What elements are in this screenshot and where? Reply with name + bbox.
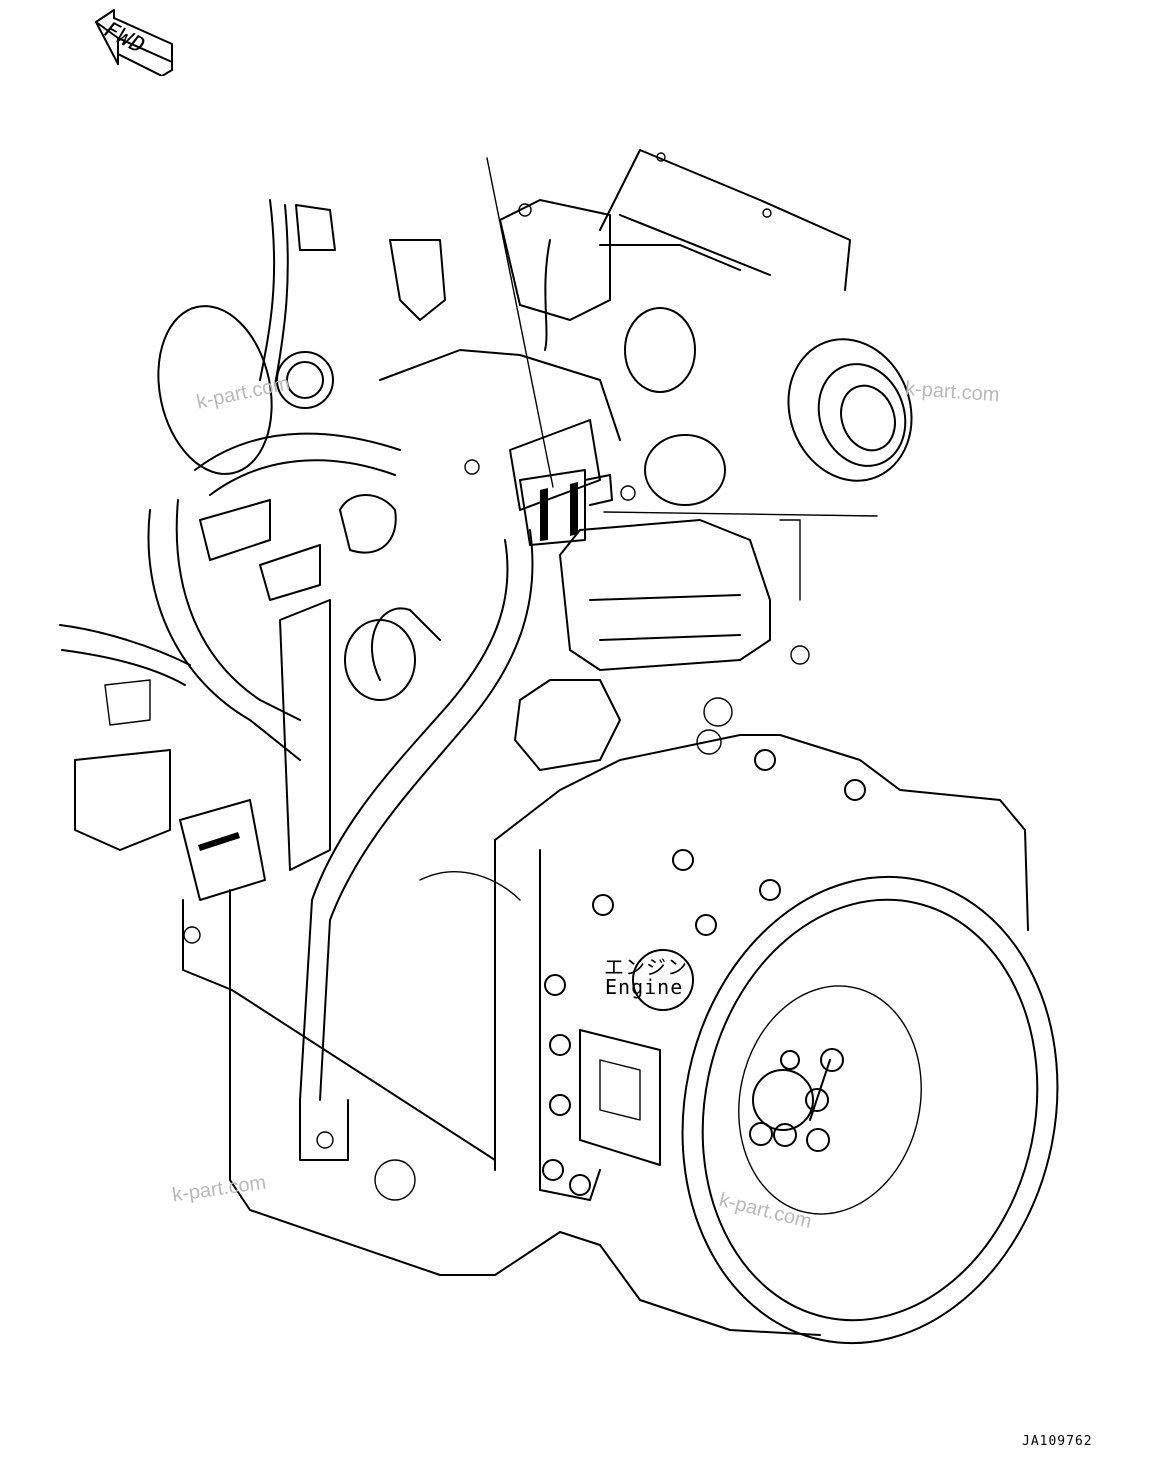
drawing-number: JA109762 xyxy=(1022,1434,1093,1449)
engine-block xyxy=(182,734,1029,1336)
turbocharger xyxy=(499,149,913,506)
engine-label-japanese: エンジン xyxy=(604,955,688,979)
left-components xyxy=(74,204,416,901)
cylinder-head xyxy=(379,239,771,771)
engine-label-english: Engine xyxy=(605,975,684,999)
hoses xyxy=(59,199,741,1161)
leader-lines xyxy=(486,157,878,517)
connector-block xyxy=(509,419,613,546)
misc-details xyxy=(104,152,810,1201)
housing-bolts xyxy=(542,749,866,1196)
fwd-arrow-icon xyxy=(95,9,173,76)
flywheel xyxy=(681,875,1059,1345)
